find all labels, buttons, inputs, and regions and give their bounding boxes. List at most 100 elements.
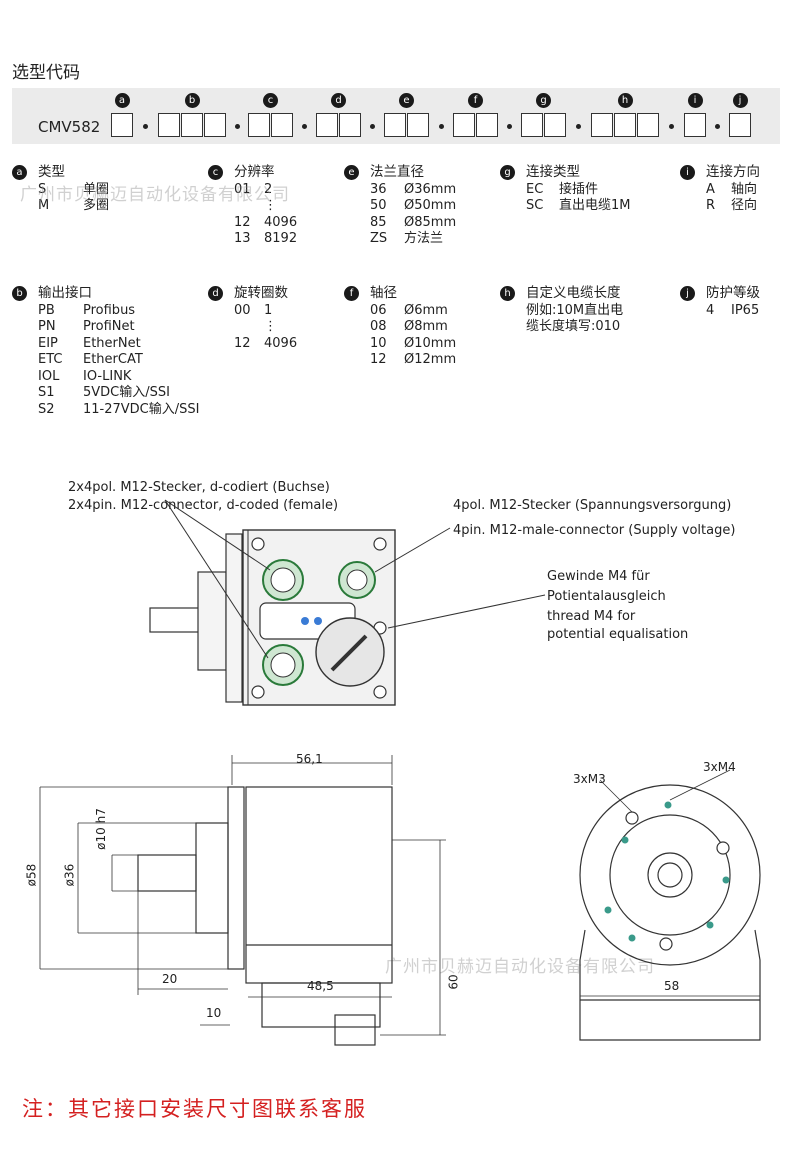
code-slot-b <box>158 113 180 137</box>
option-code: EC <box>526 181 544 197</box>
section-letter-d: d <box>208 286 223 301</box>
option-code: 13 <box>234 231 251 246</box>
option-code: 4 <box>706 302 715 318</box>
option-desc: IP65 <box>731 302 760 318</box>
option-code: S <box>38 181 47 197</box>
option-desc: Ø6mm <box>404 302 448 318</box>
dim-front-58: 58 <box>664 979 680 993</box>
code-letter-a: a <box>114 93 130 108</box>
code-slot-b <box>204 113 226 137</box>
option-row: 12 Ø12mm <box>370 352 456 369</box>
option-row: ⋮ <box>234 198 297 215</box>
code-slot-d <box>339 113 361 137</box>
dim-20: 20 <box>162 972 178 986</box>
section-heading: 轴径 <box>370 285 397 301</box>
option-row: 06 Ø6mm <box>370 303 456 320</box>
option-desc: ⋮ <box>264 198 277 213</box>
code-letter-d: d <box>331 93 346 108</box>
option-code: 06 <box>370 302 387 318</box>
section-letter-h: h <box>500 286 515 301</box>
option-code: 12 <box>234 214 251 230</box>
watermark: 广州市贝赫迈自动化设备有限公司 <box>20 185 290 205</box>
side-view-drawing <box>39 755 446 1046</box>
code-letter-e: e <box>399 93 414 108</box>
code-separator-dot <box>234 124 240 129</box>
option-row: S 单圈 <box>38 182 109 199</box>
code-slot-h <box>637 113 659 137</box>
option-code: SC <box>526 198 544 213</box>
section-letter-j: j <box>680 286 695 301</box>
code-separator-dot <box>370 124 375 129</box>
code-slot-e <box>407 113 429 137</box>
m12-female-connector <box>262 559 304 601</box>
dim-3xm4: 3xM4 <box>703 760 736 774</box>
section-heading: 防护等级 <box>706 285 760 301</box>
option-desc: Ø12mm <box>404 352 457 367</box>
option-code: PB <box>38 302 55 318</box>
option-desc: 1 <box>264 302 273 318</box>
option-row: A 轴向 <box>706 182 760 199</box>
option-code: 01 <box>234 181 251 197</box>
dim-48-5: 48,5 <box>307 979 334 993</box>
option-desc: 缆长度填写:010 <box>526 319 621 334</box>
section-letter-e: e <box>344 165 359 180</box>
watermark: 广州市贝赫迈自动化设备有限公司 <box>385 957 655 977</box>
dim-10: 10 <box>206 1006 222 1020</box>
dim-diameter-36: ø36 <box>62 863 77 887</box>
option-code: 00 <box>234 302 251 318</box>
code-separator-dot <box>576 124 581 129</box>
code-slot-c <box>271 113 293 137</box>
section-letter-g: g <box>500 165 515 180</box>
option-desc: 4096 <box>264 335 298 351</box>
option-code: IOL <box>38 368 60 384</box>
callout-thread-4: potential equalisation <box>547 627 689 642</box>
dim-56-1: 56,1 <box>296 752 323 766</box>
option-desc: EtherNet <box>83 335 141 351</box>
option-code: R <box>706 198 716 213</box>
code-separator-dot <box>438 124 444 129</box>
code-separator-dot <box>507 124 512 129</box>
code-slot-g <box>544 113 566 137</box>
section-letter-b: b <box>12 286 27 301</box>
option-desc: Profibus <box>83 302 136 318</box>
callout-female-de: 2x4pol. M12-Stecker, d-codiert (Buchse) <box>68 480 330 495</box>
code-slot-f <box>453 113 475 137</box>
callout-thread-3: thread M4 for <box>547 609 636 624</box>
code-letter-g: g <box>536 93 551 108</box>
option-code: EIP <box>38 335 58 351</box>
option-desc: 多圈 <box>83 198 110 213</box>
option-row: 00 1 <box>234 303 297 320</box>
code-prefix: CMV582 <box>38 118 101 136</box>
code-slot-j <box>729 113 751 137</box>
option-code: 50 <box>370 198 387 213</box>
option-code: 36 <box>370 181 387 197</box>
option-desc: ⋮ <box>264 319 277 334</box>
option-row: PB Profibus <box>38 303 199 320</box>
option-desc: 方法兰 <box>404 231 444 246</box>
section-letter-a: a <box>12 165 27 180</box>
section-heading: 连接方向 <box>706 164 760 180</box>
option-row: ⋮ <box>234 319 297 336</box>
option-code: 12 <box>370 352 387 367</box>
option-desc: 轴向 <box>731 181 758 197</box>
option-code: A <box>706 181 715 197</box>
dim-diameter-58: ø58 <box>24 863 39 887</box>
code-separator-dot <box>302 124 307 129</box>
option-desc: 单圈 <box>83 181 110 197</box>
